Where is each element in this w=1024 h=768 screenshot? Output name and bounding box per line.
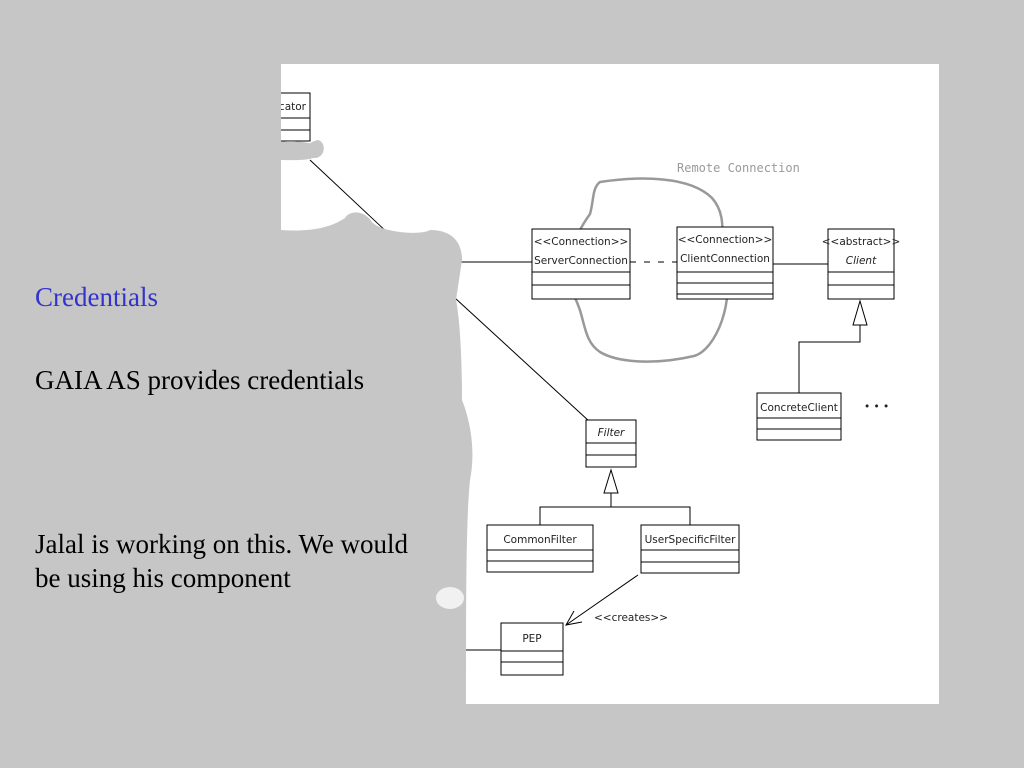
- gray-overlay-mask: [0, 0, 939, 768]
- slide-heading: Credentials: [35, 282, 158, 312]
- class-name: PEP: [522, 633, 541, 645]
- class-name: ClientConnection: [680, 253, 770, 265]
- association-line: [309, 159, 391, 236]
- class-box-common-filter: CommonFilter: [486, 524, 594, 573]
- gray-overlay-notch: [305, 140, 324, 158]
- slide-paragraph-component: Jalal is working on this. We would be us…: [35, 529, 409, 593]
- association-line: [454, 297, 591, 423]
- gray-overlay-blob: [436, 587, 464, 609]
- slide-paragraph-credentials: GAIA AS provides credentials: [35, 365, 365, 395]
- creates-stereotype-label: <<creates>>: [594, 612, 668, 624]
- class-stereotype: <<Connection>>: [534, 236, 629, 248]
- remote-connection-label: Remote Connection: [677, 161, 800, 175]
- class-name: ServerConnection: [534, 255, 628, 267]
- class-stereotype: <<Connection>>: [678, 234, 773, 246]
- class-box-filter: Filter: [585, 419, 637, 468]
- class-box-client-connection: <<Connection>> ClientConnection: [676, 226, 774, 300]
- inheritance-line: [539, 506, 691, 525]
- class-name: ConcreteClient: [760, 402, 838, 414]
- inheritance-arrow-icon: [852, 299, 868, 326]
- class-stereotype: <<abstract>>: [822, 236, 901, 248]
- class-name: Client: [846, 255, 877, 267]
- class-box-client: <<abstract>> Client: [822, 228, 901, 300]
- class-box-user-specific-filter: UserSpecificFilter: [640, 524, 740, 574]
- class-box-server-connection: <<Connection>> ServerConnection: [531, 228, 631, 300]
- class-box-concrete-client: ConcreteClient: [756, 392, 842, 441]
- inheritance-line: [798, 325, 861, 393]
- class-name: CommonFilter: [503, 534, 577, 546]
- class-name: icator: [276, 101, 307, 113]
- dependency-arrow-icon: [565, 610, 583, 626]
- class-name: UserSpecificFilter: [645, 534, 736, 546]
- dependency-line: [565, 574, 639, 626]
- more-clients-ellipsis: • • •: [864, 401, 889, 413]
- class-box-pep: PEP: [500, 622, 564, 676]
- class-name: Filter: [598, 427, 625, 439]
